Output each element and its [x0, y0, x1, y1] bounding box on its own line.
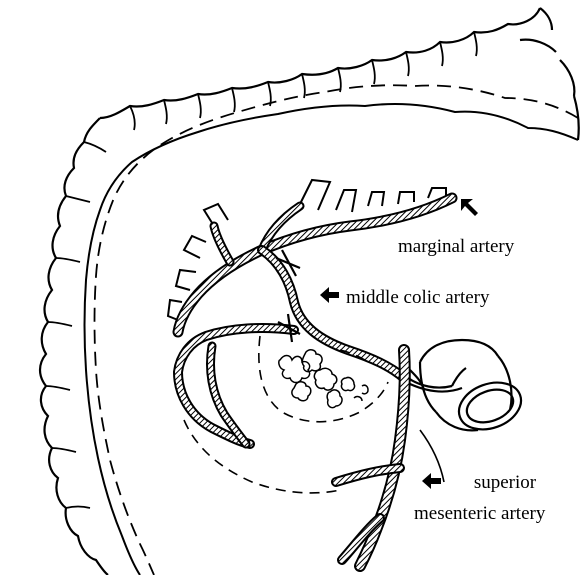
marginal-artery-label: marginal artery — [398, 236, 514, 258]
arrow-left-icon — [420, 470, 442, 492]
lymph-node-cluster — [279, 350, 368, 408]
superior-mesenteric-label-line1: superior — [450, 472, 560, 494]
middle-colic-artery-label: middle colic artery — [346, 287, 490, 309]
marginal-artery-vessel — [178, 198, 452, 332]
colon-lumen-line — [95, 85, 579, 575]
colon-haustral-folds — [46, 32, 477, 508]
superior-mesenteric-label-line2: mesenteric artery — [414, 503, 545, 525]
arrow-up-left-icon — [458, 196, 480, 218]
arrow-left-icon — [318, 284, 340, 306]
small-intestine-segment — [408, 340, 528, 438]
